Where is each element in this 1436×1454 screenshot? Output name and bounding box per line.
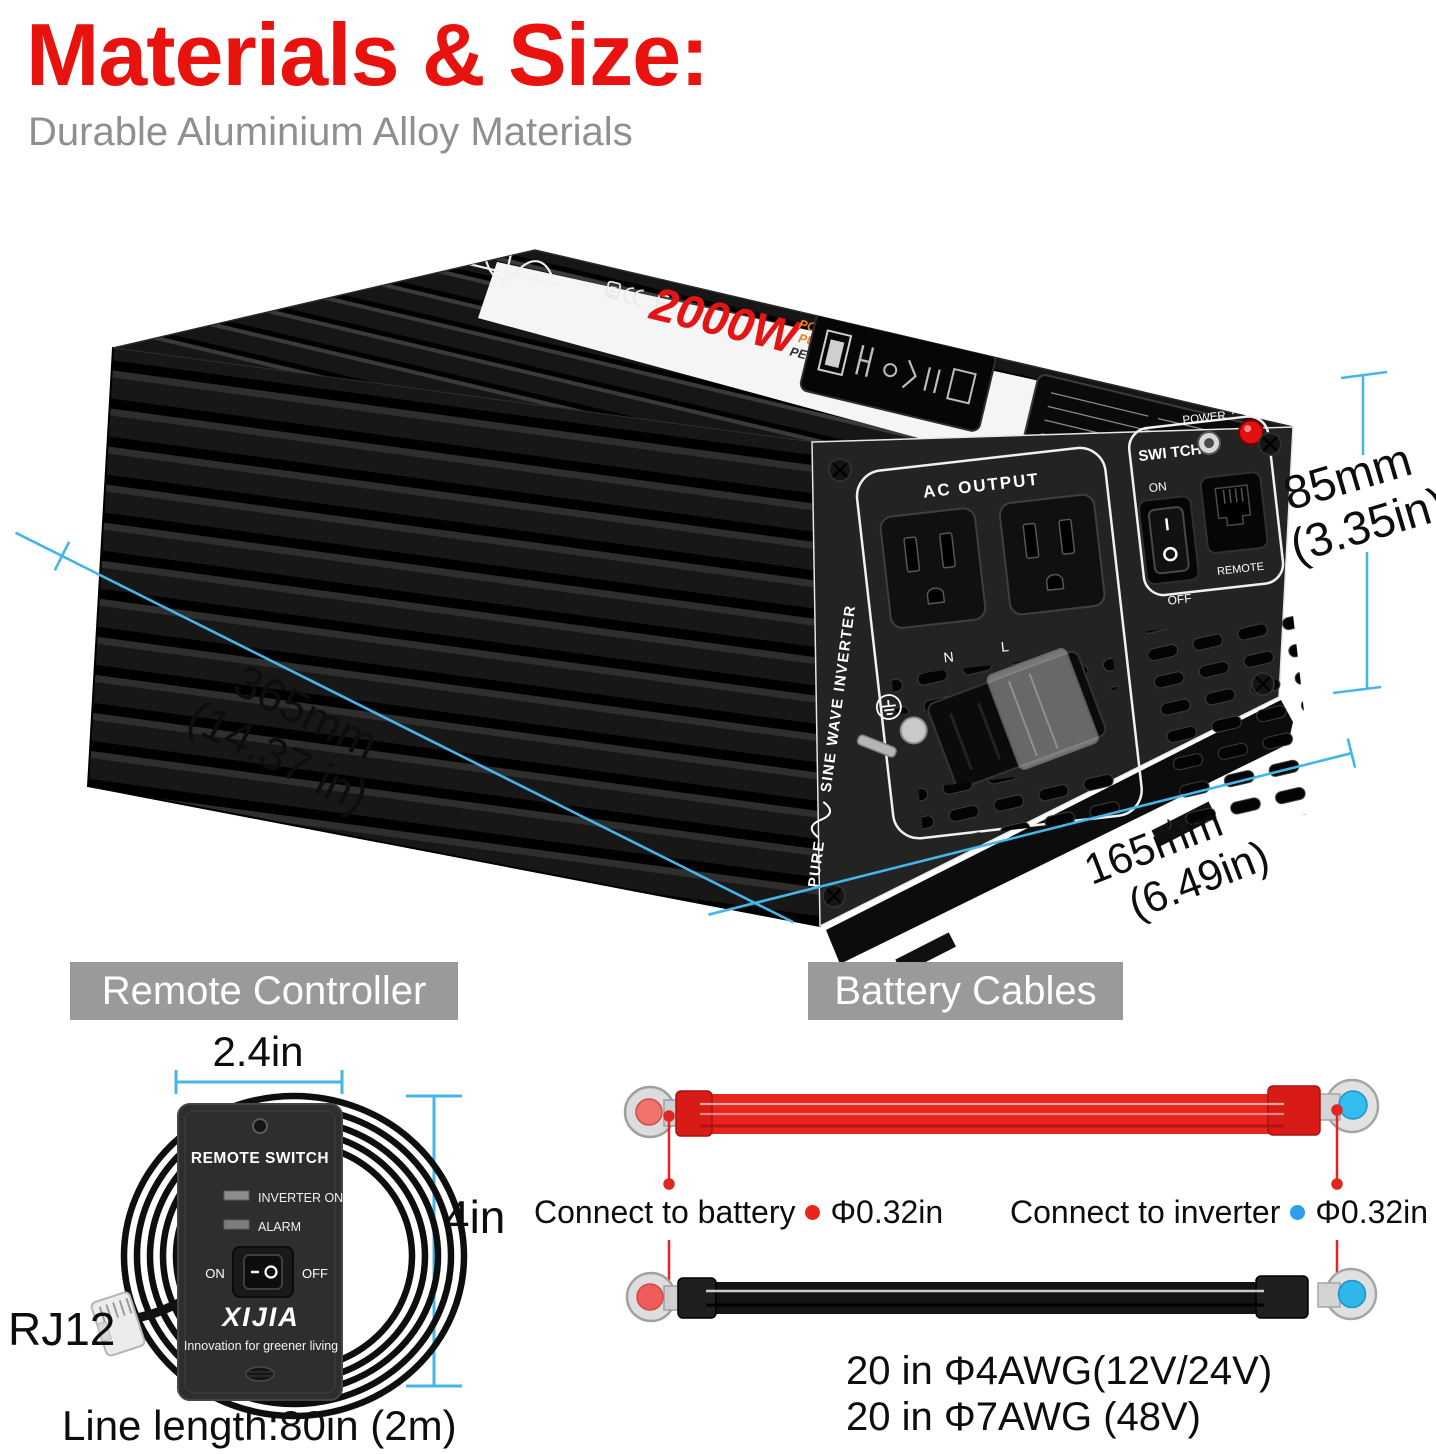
panel-screws [822,432,1282,908]
connect-to-inverter-row: Connect to inverter Φ0.32in [1010,1194,1428,1231]
alarm-led-highlight [1244,425,1252,433]
inverter-diameter: Φ0.32in [1315,1194,1429,1230]
terminal-n-label: N [943,648,955,665]
battery-diameter: Φ0.32in [830,1194,944,1230]
alarm-led-remote [223,1219,250,1230]
switch-on-label: ON [1148,479,1167,495]
page-title: Materials & Size: [26,5,709,104]
inverter-side-face [86,346,822,928]
remote-jack [1199,471,1269,554]
red-dot-icon [805,1205,821,1220]
rj12-connector [90,1291,146,1357]
remote-height-label: 4in [444,1191,506,1243]
red-cable [623,1078,1380,1139]
line-length-label: Line length:80in (2m) [62,1402,457,1449]
remote-brand: XIJIA [220,1302,300,1332]
ground-symbol [875,694,902,720]
remote-on-label: ON [205,1266,225,1281]
switch-outline [1127,415,1285,597]
battery-cables-illustration [623,1078,1380,1323]
ac-outlet-2 [998,493,1106,616]
inverter-on-label: INVERTER ON [258,1191,343,1205]
alarm-label-remote: ALARM [258,1220,301,1234]
remote-controller-header: Remote Controller [70,962,458,1020]
rocker-switch [1138,495,1200,586]
cable-spec-line1: 20 in Φ4AWG(12V/24V) [846,1349,1273,1393]
connect-to-battery-row: Connect to battery Φ0.32in [534,1194,943,1231]
alarm-led-label: ALARM [1231,401,1272,417]
power-led-label: POWER [1182,410,1227,427]
remote-slogan: Innovation for greener living [184,1339,338,1353]
remote-width-label: 2.4in [212,1028,304,1075]
ac-outlet-1 [879,507,987,629]
blue-dot-icon [1290,1205,1306,1220]
inverter-on-led [223,1190,250,1201]
connect-inverter-label: Connect to inverter [1010,1194,1281,1230]
battery-cables-header: Battery Cables [808,962,1123,1020]
switch-off-label: OFF [1167,591,1192,608]
cable-specs: 20 in Φ4AWG(12V/24V) 20 in Φ7AWG (48V) [846,1348,1272,1441]
remote-off-label: OFF [302,1266,328,1281]
page-subtitle: Durable Aluminium Alloy Materials [28,110,633,154]
cable-spec-line2: 20 in Φ7AWG (48V) [846,1395,1201,1440]
ground-bolt [856,734,897,758]
hang-hole [252,1118,268,1134]
speaker-slot [245,1366,275,1382]
terminal-l-label: L [1000,638,1010,655]
rj12-label: RJ12 [8,1303,116,1355]
remote-rocker-switch [232,1246,294,1298]
remote-jack-label: REMOTE [1216,561,1264,578]
dim-24in-line [174,1070,344,1094]
remote-switch-title: REMOTE SWITCH [191,1150,329,1167]
terminal-block [927,648,1107,789]
vents-right [1145,614,1316,831]
connect-battery-label: Connect to battery [534,1194,796,1230]
pure-label: PURE [805,839,828,888]
sine-squiggle [810,801,832,839]
power-led-core [1204,438,1215,449]
black-cable [625,1267,1378,1323]
remote-switch-panel: REMOTE SWITCH INVERTER ON ALARM ON OFF X… [177,1103,343,1401]
remote-controller-illustration: REMOTE SWITCH INVERTER ON ALARM ON OFF X… [90,1070,468,1420]
certification-icons [605,280,670,311]
front-panel-content: AC OUTPUT N L [855,401,1316,840]
ground-nut [899,716,928,745]
